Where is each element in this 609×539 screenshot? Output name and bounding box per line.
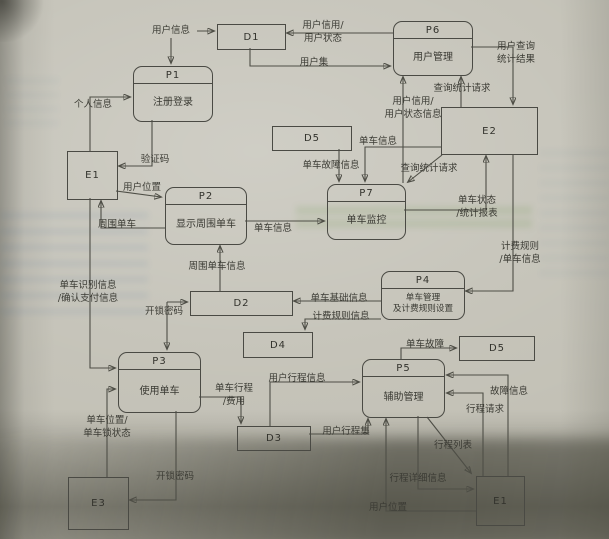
process-show-nearby-bikes: P2 显示周围单车 bbox=[165, 187, 247, 245]
flow-e1-personal-to-p1 bbox=[89, 97, 130, 151]
flow-p3-tripfee-to-d3 bbox=[199, 396, 241, 423]
flow-e1-bikeid-to-p3 bbox=[89, 198, 115, 368]
flow-label-credit-status: 用户信用/ 用户状态 bbox=[302, 20, 344, 45]
entity-e1-bottom: E1 bbox=[476, 476, 525, 526]
flow-label-billing-rule-bike-info: 计费规则 /单车信息 bbox=[499, 241, 541, 266]
flow-p1-captcha-to-e1 bbox=[119, 120, 153, 166]
flow-p2-aroundbike-to-e1 bbox=[101, 201, 165, 229]
flow-label-unlock-password-store: 开锁密码 bbox=[144, 306, 183, 317]
datastore-d4: D4 bbox=[243, 332, 313, 358]
flow-label-bike-info-p2-p7: 单车信息 bbox=[253, 223, 292, 234]
flow-p3-unlockpwd-to-e3 bbox=[130, 411, 177, 500]
flow-label-bike-position-lock: 单车位置/ 单车锁状态 bbox=[83, 415, 131, 440]
process-bike-mgmt-billing-rules: P4 单车管理 及计费规则设置 bbox=[381, 271, 465, 320]
process-register-login: P1 注册登录 bbox=[133, 66, 213, 122]
datastore-d5-left: D5 bbox=[272, 126, 352, 151]
process-user-mgmt: P6 用户管理 bbox=[393, 21, 473, 76]
flow-p5-fault-to-d5 bbox=[400, 348, 456, 359]
flow-e1-location-to-p5 bbox=[386, 419, 476, 512]
flow-label-bike-basic-info: 单车基础信息 bbox=[310, 293, 368, 304]
flow-label-user-location-top: 用户位置 bbox=[122, 182, 161, 193]
datastore-d5-right: D5 bbox=[459, 336, 535, 361]
process-id: P7 bbox=[328, 185, 405, 202]
flow-label-around-bike: 周围单车 bbox=[97, 219, 136, 230]
flow-label-bike-id-payment: 单车识别信息 /确认支付信息 bbox=[57, 280, 119, 305]
flow-label-user-set: 用户集 bbox=[299, 57, 329, 68]
flow-e1-tripreq-to-p5 bbox=[447, 393, 484, 476]
flow-label-user-info: 用户信息 bbox=[151, 25, 190, 36]
flow-label-bike-info: 单车信息 bbox=[358, 136, 397, 147]
flow-label-query-request-top: 查询统计请求 bbox=[433, 83, 491, 94]
process-id: P3 bbox=[119, 353, 200, 370]
process-name: 注册登录 bbox=[153, 97, 193, 108]
flow-label-unlock-password-e3: 开锁密码 bbox=[155, 471, 194, 482]
process-name: 辅助管理 bbox=[383, 391, 424, 403]
flow-d3-tripinfo-to-p5 bbox=[269, 382, 359, 426]
flow-label-user-trip-set: 用户行程集 bbox=[322, 426, 370, 437]
flow-label-credit-status-info: 用户信用/ 用户状态信息 bbox=[384, 96, 442, 121]
entity-e1-top: E1 bbox=[67, 151, 118, 200]
flow-label-trip-detail-info: 行程详细信息 bbox=[389, 473, 447, 484]
flow-p4-billingrule-to-d4 bbox=[305, 318, 381, 329]
process-id: P6 bbox=[394, 22, 472, 39]
flow-label-bike-fault-info: 单车故障信息 bbox=[302, 160, 360, 171]
flow-label-bike-status-report: 单车状态 /统计报表 bbox=[456, 195, 498, 220]
flow-e2-request-to-p7 bbox=[408, 154, 443, 182]
flow-p5-tripdetail-to-e1 bbox=[417, 416, 473, 489]
process-name: 单车监控 bbox=[346, 215, 387, 226]
flow-label-around-bike-info: 周围单车信息 bbox=[188, 261, 246, 272]
entity-e3: E3 bbox=[68, 477, 129, 530]
flow-label-user-query-result: 用户查询 统计结果 bbox=[496, 41, 535, 66]
flow-bikeinfo-to-p7 bbox=[365, 146, 441, 181]
flow-label-trip-fee: 单车行程 /费用 bbox=[214, 383, 253, 408]
process-name: 用户管理 bbox=[413, 51, 453, 63]
flow-label-user-trip-info: 用户行程信息 bbox=[268, 373, 326, 384]
flow-p5-triplist-to-e1 bbox=[426, 416, 471, 473]
flow-label-user-location-bottom: 用户位置 bbox=[368, 502, 407, 513]
datastore-d1: D1 bbox=[217, 24, 286, 50]
datastore-d3: D3 bbox=[237, 426, 311, 451]
flow-label-personal-info: 个人信息 bbox=[73, 99, 112, 110]
process-use-bike: P3 使用单车 bbox=[118, 352, 201, 413]
flow-label-billing-rule-info: 计费规则信息 bbox=[312, 311, 370, 322]
flow-label-trip-request: 行程请求 bbox=[465, 404, 504, 415]
process-id: P4 bbox=[382, 272, 464, 289]
entity-e2: E2 bbox=[441, 107, 538, 155]
flow-p6-result-to-e2 bbox=[471, 46, 513, 104]
flow-label-bike-fault: 单车故障 bbox=[405, 339, 444, 350]
process-id: P2 bbox=[166, 188, 246, 205]
flow-e1-faultinfo-to-p5 bbox=[447, 375, 509, 476]
flow-label-captcha: 验证码 bbox=[140, 154, 170, 165]
flow-d3-tripset-to-p5 bbox=[309, 419, 368, 435]
process-name: 使用单车 bbox=[139, 385, 180, 397]
flow-d1-userset-to-p6 bbox=[249, 48, 390, 66]
flow-p7-report-to-e2 bbox=[404, 156, 486, 211]
process-auxiliary-mgmt: P5 辅助管理 bbox=[362, 359, 445, 418]
datastore-d2: D2 bbox=[190, 291, 293, 316]
process-bike-monitor: P7 单车监控 bbox=[327, 184, 406, 240]
process-id: P1 bbox=[134, 67, 212, 84]
flow-e3-position-to-p3 bbox=[106, 389, 115, 477]
process-id: P5 bbox=[363, 360, 444, 377]
process-name: 单车管理 及计费规则设置 bbox=[392, 292, 454, 314]
flow-label-query-request-monitor: 查询统计请求 bbox=[400, 163, 458, 174]
flow-e1-location-to-p2 bbox=[115, 190, 161, 197]
flow-label-trip-list: 行程列表 bbox=[433, 440, 472, 451]
flow-label-fault-info: 故障信息 bbox=[489, 386, 528, 397]
process-name: 显示周围单车 bbox=[176, 219, 236, 230]
flow-e2-billing-to-p4 bbox=[466, 154, 514, 291]
